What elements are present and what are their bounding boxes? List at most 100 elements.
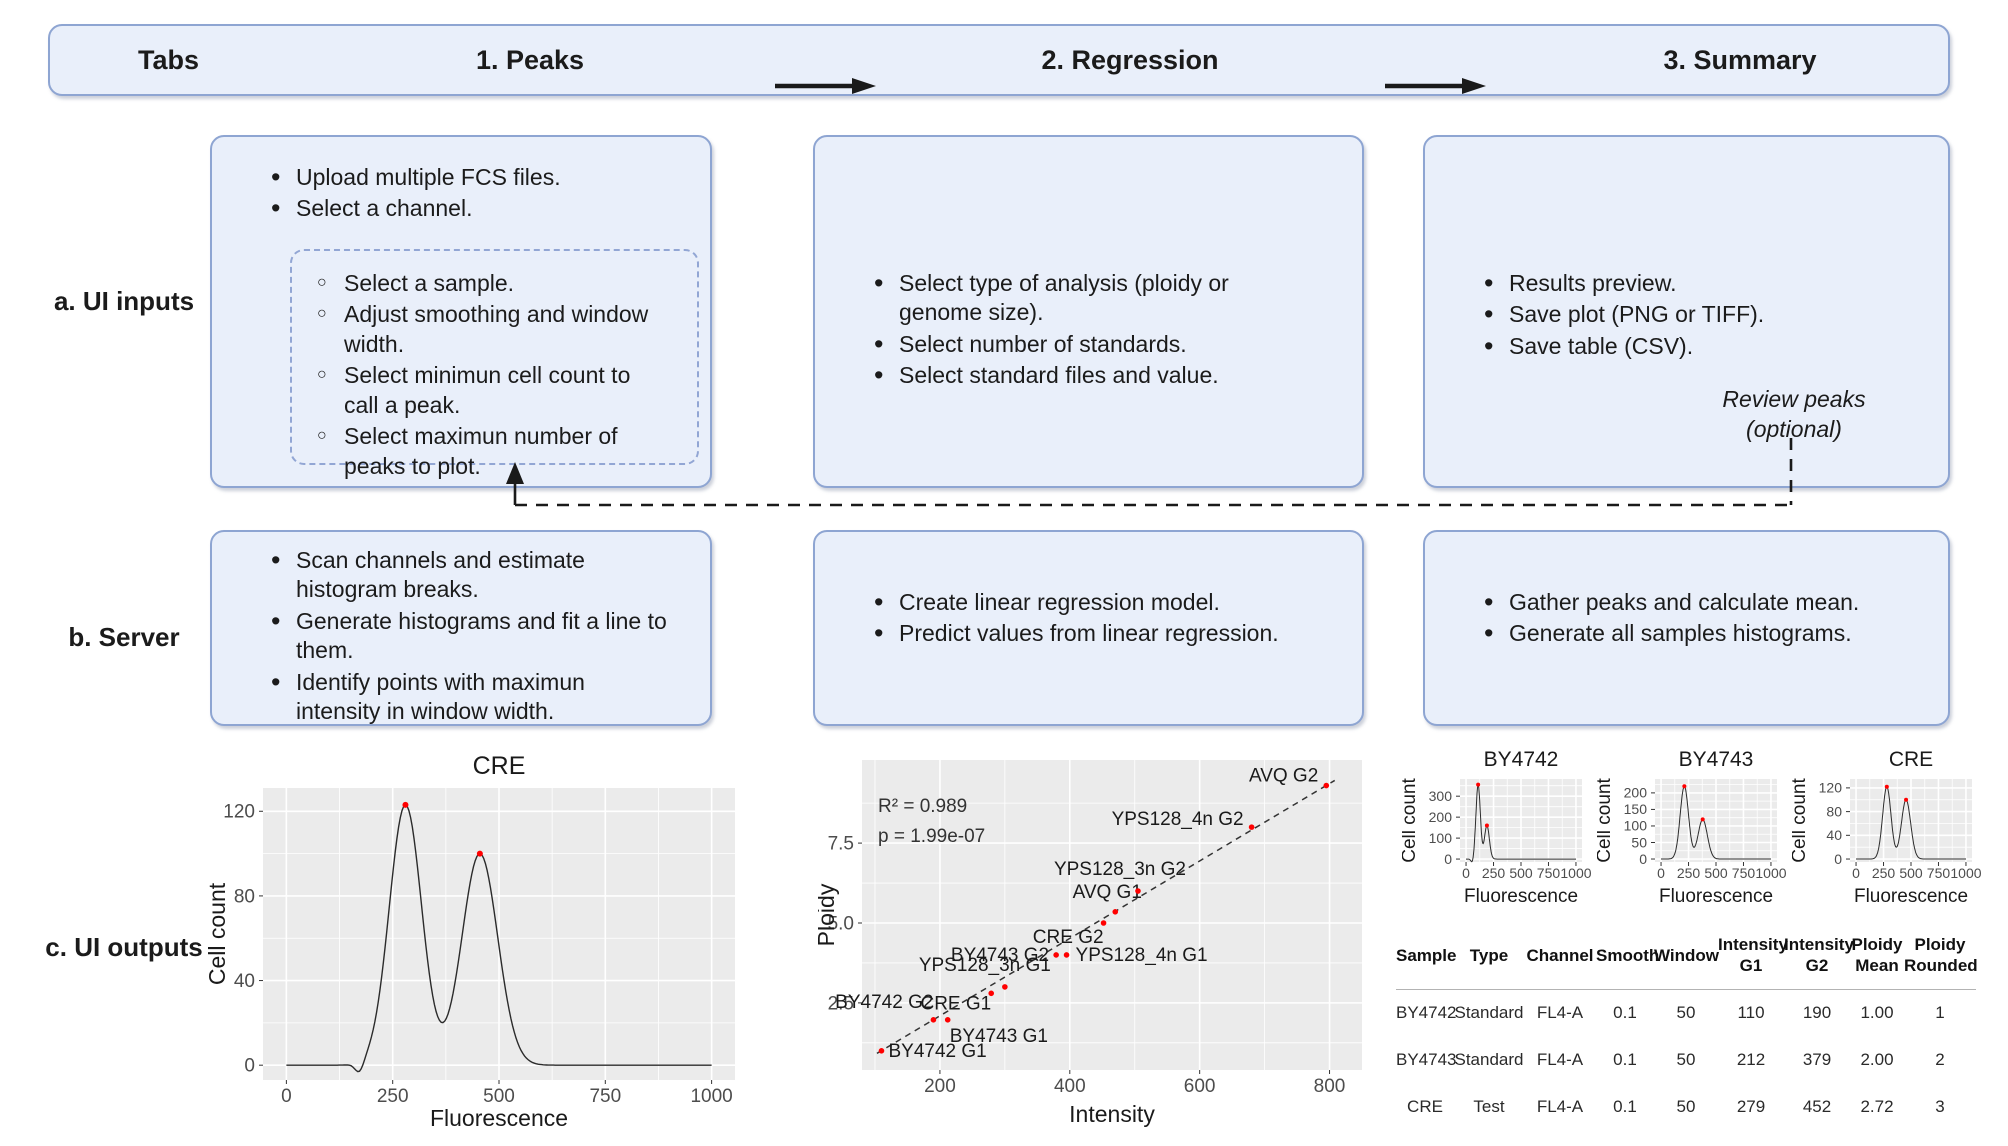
card-server-summary: Gather peaks and calculate mean.Generate…	[1423, 530, 1950, 726]
inputs-summary-list: Results preview.Save plot (PNG or TIFF).…	[1484, 266, 1909, 364]
table-cell: Standard	[1454, 1050, 1524, 1069]
table-header-cell: Smooth	[1596, 945, 1660, 965]
svg-text:CRE G2: CRE G2	[1033, 927, 1104, 948]
table-cell: FL4-A	[1536, 1003, 1584, 1022]
list-item: Upload multiple FCS files.	[271, 160, 696, 195]
review-peaks-note: Review peaks (optional)	[1722, 386, 1866, 442]
svg-text:5.0: 5.0	[828, 913, 854, 934]
list-item: Create linear regression model.	[874, 585, 1339, 620]
svg-text:500: 500	[1704, 865, 1728, 881]
table-header-cell: Ploidy Rounded	[1904, 935, 1978, 976]
svg-text:200: 200	[1624, 785, 1648, 801]
svg-text:0: 0	[1834, 851, 1842, 867]
svg-text:AVQ G1: AVQ G1	[1073, 882, 1142, 903]
svg-text:Cell count: Cell count	[1402, 778, 1420, 863]
svg-text:AVQ G2: AVQ G2	[1249, 766, 1318, 787]
svg-text:1000: 1000	[1950, 865, 1981, 881]
svg-text:Ploidy: Ploidy	[818, 883, 839, 946]
svg-text:0: 0	[1639, 851, 1647, 867]
svg-text:400: 400	[1054, 1076, 1086, 1097]
tabs-label: Tabs	[138, 44, 200, 75]
table-cell: 2.00	[1860, 1050, 1894, 1069]
svg-text:BY4742: BY4742	[1484, 748, 1559, 771]
svg-text:BY4743: BY4743	[1679, 748, 1754, 771]
list-item: Select minimun cell count to call a peak…	[317, 361, 674, 420]
svg-text:YPS128_4n G2: YPS128_4n G2	[1112, 809, 1244, 830]
svg-text:250: 250	[1872, 865, 1896, 881]
svg-text:Fluorescence: Fluorescence	[1464, 886, 1578, 907]
table-header-cell: Window	[1654, 945, 1719, 965]
table-cell: 279	[1736, 1097, 1766, 1116]
svg-text:BY4743 G1: BY4743 G1	[950, 1026, 1048, 1047]
svg-text:500: 500	[1899, 865, 1923, 881]
svg-text:Intensity: Intensity	[1069, 1101, 1155, 1127]
table-cell: 212	[1736, 1050, 1766, 1069]
list-item: Select maximun number of peaks to plot.	[317, 422, 674, 481]
list-item: Generate all samples histograms.	[1484, 616, 1929, 651]
list-item: Identify points with maximun intensity i…	[271, 665, 706, 727]
table-header-cell: Intensity G2	[1784, 935, 1854, 976]
table-cell: 50	[1676, 1050, 1696, 1069]
table-cell: 50	[1676, 1097, 1696, 1116]
table-cell: 190	[1802, 1003, 1832, 1022]
list-item: Predict values from linear regression.	[874, 616, 1339, 651]
svg-text:0: 0	[1444, 851, 1452, 867]
list-item: Select number of standards.	[874, 327, 1299, 362]
svg-text:2.5: 2.5	[828, 993, 854, 1014]
svg-text:YPS128_3n G1: YPS128_3n G1	[919, 955, 1051, 976]
svg-text:40: 40	[1826, 827, 1842, 843]
svg-text:250: 250	[377, 1086, 409, 1107]
svg-text:750: 750	[1927, 865, 1951, 881]
svg-text:0: 0	[1852, 865, 1860, 881]
svg-text:YPS128_3n G2: YPS128_3n G2	[1054, 859, 1186, 880]
svg-text:40: 40	[234, 971, 255, 992]
svg-text:500: 500	[483, 1086, 515, 1107]
list-item: Save table (CSV).	[1484, 329, 1909, 364]
card-server-regression: Create linear regression model.Predict v…	[813, 530, 1364, 726]
svg-text:80: 80	[234, 886, 255, 907]
svg-text:250: 250	[1677, 865, 1701, 881]
svg-text:Cell count: Cell count	[205, 882, 230, 985]
table-header-cell: Intensity G1	[1718, 935, 1788, 976]
table-cell: 1	[1935, 1003, 1945, 1022]
svg-text:200: 200	[1429, 809, 1453, 825]
svg-text:0: 0	[1462, 865, 1470, 881]
tab-summary: 3. Summary	[1663, 44, 1817, 75]
card-inputs-summary: Results preview.Save plot (PNG or TIFF).…	[1423, 135, 1950, 488]
list-item: Select standard files and value.	[874, 358, 1299, 393]
svg-text:750: 750	[1732, 865, 1756, 881]
list-item: Save plot (PNG or TIFF).	[1484, 297, 1909, 332]
svg-text:800: 800	[1314, 1076, 1346, 1097]
peak-settings-dashed-box: Select a sample.Adjust smoothing and win…	[290, 249, 699, 479]
svg-text:150: 150	[1624, 801, 1648, 817]
svg-text:Fluorescence: Fluorescence	[430, 1105, 568, 1131]
card-inputs-regression: Select type of analysis (ploidy or genom…	[813, 135, 1364, 488]
svg-text:750: 750	[589, 1086, 621, 1107]
svg-text:50: 50	[1631, 834, 1647, 850]
table-header-cell: Ploidy Mean	[1851, 935, 1903, 976]
svg-text:1000: 1000	[1755, 865, 1786, 881]
svg-text:80: 80	[1826, 803, 1842, 819]
svg-text:Fluorescence: Fluorescence	[1854, 886, 1968, 907]
svg-text:0: 0	[244, 1056, 255, 1077]
inputs-peaks-sublist: Select a sample.Adjust smoothing and win…	[317, 269, 674, 483]
table-cell: 0.1	[1613, 1097, 1637, 1116]
table-cell: BY4743	[1396, 1050, 1457, 1069]
table-cell: 110	[1737, 1003, 1765, 1022]
tab-peaks: 1. Peaks	[475, 44, 585, 75]
inputs-regression-list: Select type of analysis (ploidy or genom…	[874, 266, 1299, 393]
arrow-right-icon	[1385, 78, 1486, 94]
list-item: Results preview.	[1484, 266, 1909, 301]
svg-text:750: 750	[1537, 865, 1561, 881]
svg-text:Fluorescence: Fluorescence	[1659, 886, 1773, 907]
server-summary-list: Gather peaks and calculate mean.Generate…	[1484, 585, 1929, 652]
svg-text:120: 120	[223, 802, 255, 823]
list-item: Select a channel.	[271, 191, 696, 226]
